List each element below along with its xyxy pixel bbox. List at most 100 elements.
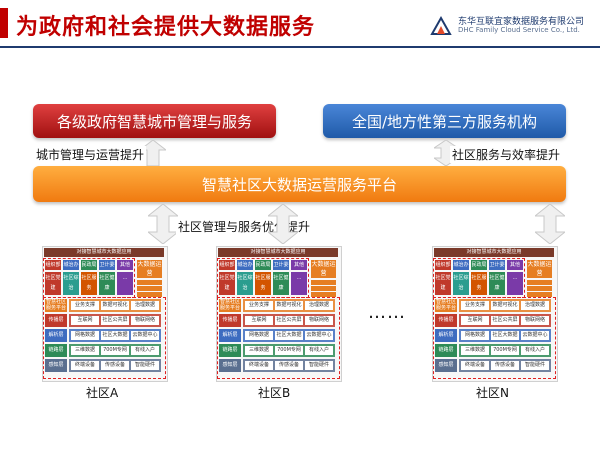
layer-item: 社区大数据: [491, 331, 519, 340]
side-block: [137, 286, 162, 291]
second-row-cell: 社区服务: [255, 272, 271, 295]
second-row-cell: 社区党建: [435, 272, 451, 295]
top-row-cell: 卫计委: [99, 260, 115, 270]
top-row-cell: 组织部: [435, 260, 451, 270]
company-name-cn: 东华互联宜家数据服务有限公司: [458, 17, 585, 27]
top-row-cell: 城治办: [453, 260, 469, 270]
layer-item: 智能硬件: [305, 361, 333, 370]
layer-item: 数据可视化: [491, 301, 519, 310]
second-row-cell: 社区服务: [471, 272, 487, 295]
second-row-cell: …: [117, 272, 133, 295]
layer-item: 网格数据: [71, 331, 99, 340]
layer-item: 有线入户: [521, 346, 549, 355]
layer-item: 治理数据: [521, 301, 549, 310]
layer-item: 智能硬件: [521, 361, 549, 370]
second-row-cell: …: [507, 272, 523, 295]
layer-item: 业务支撑: [245, 301, 273, 310]
layer-group-border: [217, 297, 340, 379]
title-divider: [0, 46, 600, 48]
layer-item: 治理数据: [305, 301, 333, 310]
top-row-cell: 民政局: [255, 260, 271, 270]
company-name-en: DHC Family Cloud Service Co., Ltd.: [458, 26, 580, 34]
second-row-cell: 社区健康: [273, 272, 289, 295]
platform-bar: 智慧社区大数据运营服务平台: [33, 166, 566, 202]
layer-name: 解析层: [45, 329, 67, 342]
layer-name: 智慧社区服务平台: [45, 299, 67, 312]
side-block: [311, 292, 336, 297]
layer-item: 物联网络: [521, 316, 549, 325]
layer-name: 智慧社区服务平台: [435, 299, 457, 312]
page-title: 为政府和社会提供大数据服务: [16, 15, 316, 40]
third-party-box: 全国/地方性第三方服务机构: [323, 104, 566, 138]
layer-item: 有线入户: [131, 346, 159, 355]
layer-item: 云数据中心: [131, 331, 159, 340]
second-row-cell: 社区服务: [81, 272, 97, 295]
layer-item: 终端设备: [461, 361, 489, 370]
top-row-cell: 其他: [291, 260, 307, 270]
layer-item: 数据可视化: [101, 301, 129, 310]
panel-header: 对接智慧城市大数据应用: [434, 248, 554, 257]
layer-item: 700M专网: [491, 346, 519, 355]
community-n-arrow-icon: [535, 204, 565, 244]
company-logo-icon: [430, 15, 452, 35]
side-block: [527, 292, 552, 297]
second-row-cell: 社区综治: [453, 272, 469, 295]
layer-item: 互联网: [245, 316, 273, 325]
big-data-ops-cell: 大数据运营: [527, 260, 552, 278]
top-row-cell: 城治办: [63, 260, 79, 270]
top-row-cell: 组织部: [219, 260, 235, 270]
top-row-cell: 民政局: [81, 260, 97, 270]
layer-item: 传感设备: [275, 361, 303, 370]
community-label-n: 社区N: [476, 386, 509, 400]
top-row-cell: 卫计委: [273, 260, 289, 270]
big-data-ops-cell: 大数据运营: [311, 260, 336, 278]
layer-name: 传播层: [45, 314, 67, 327]
top-row-cell: 卫计委: [489, 260, 505, 270]
second-row-cell: 社区党建: [45, 272, 61, 295]
top-row-cell: 民政局: [471, 260, 487, 270]
layer-item: 网格数据: [245, 331, 273, 340]
layer-item: 社区公共屏: [101, 316, 129, 325]
layer-item: 社区公共屏: [491, 316, 519, 325]
top-row-cell: 城治办: [237, 260, 253, 270]
layer-item: 700M专网: [275, 346, 303, 355]
layer-name: 解析层: [435, 329, 457, 342]
layer-item: 智能硬件: [131, 361, 159, 370]
right-flow-label: 社区服务与效率提升: [450, 146, 563, 163]
left-flow-label: 城市管理与运营提升: [34, 146, 147, 163]
side-block: [527, 280, 552, 285]
layer-name: 链路层: [45, 344, 67, 357]
layer-item: 业务支撑: [71, 301, 99, 310]
layer-item: 终端设备: [245, 361, 273, 370]
layer-name: 传播层: [219, 314, 241, 327]
layer-item: 互联网: [461, 316, 489, 325]
layer-group-border: [433, 297, 556, 379]
second-row-cell: 社区健康: [99, 272, 115, 295]
layer-item: 传感设备: [491, 361, 519, 370]
layer-item: 物联网络: [305, 316, 333, 325]
layer-name: 传播层: [435, 314, 457, 327]
layer-item: 物联网络: [131, 316, 159, 325]
layer-item: 三维数据: [245, 346, 273, 355]
layer-name: 感知层: [435, 359, 457, 372]
title-bar: 为政府和社会提供大数据服务 东华互联宜家数据服务有限公司 DHC Family …: [0, 0, 600, 52]
layer-item: 有线入户: [305, 346, 333, 355]
layer-item: 社区大数据: [275, 331, 303, 340]
community-label-a: 社区A: [86, 386, 119, 400]
layer-item: 云数据中心: [521, 331, 549, 340]
big-data-ops-cell: 大数据运营: [137, 260, 162, 278]
layer-item: 社区大数据: [101, 331, 129, 340]
layer-item: 传感设备: [101, 361, 129, 370]
side-block: [137, 280, 162, 285]
layer-name: 感知层: [45, 359, 67, 372]
ellipsis: ……: [368, 302, 406, 323]
second-row-cell: 社区党建: [219, 272, 235, 295]
layer-item: 数据可视化: [275, 301, 303, 310]
top-row-cell: 组织部: [45, 260, 61, 270]
side-block: [311, 286, 336, 291]
community-a-arrow-icon: [148, 204, 178, 244]
layer-name: 链路层: [435, 344, 457, 357]
title-accent: [0, 8, 8, 38]
community-panel-n: 对接智慧城市大数据应用组织部城治办民政局卫计委其他大数据运营社区党建社区综治社区…: [432, 246, 558, 382]
side-block: [311, 280, 336, 285]
